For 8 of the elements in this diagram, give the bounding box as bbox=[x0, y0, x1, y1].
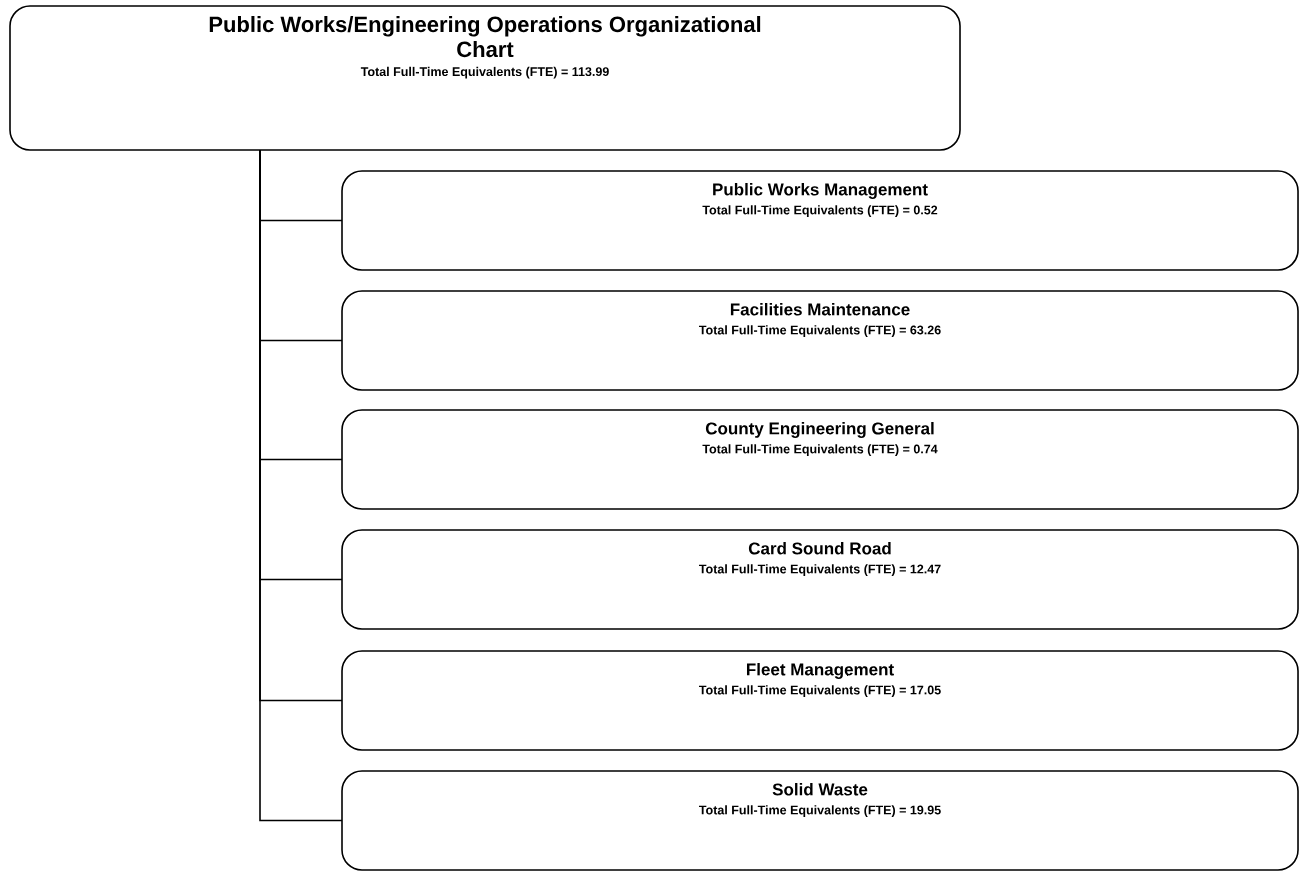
unit-box: Public Works Management Total Full-Time Equivalents (FTE) = 0.52 bbox=[341, 170, 1299, 271]
unit-box: County Engineering General Total Full-Time Equivalents (FTE) = 0.74 bbox=[341, 409, 1299, 510]
unit-box: Solid Waste Total Full-Time Equivalents (FTE) = 19.95 bbox=[341, 770, 1299, 871]
connector-line bbox=[259, 149, 343, 822]
unit-box: Public Works/Engineering Operations Organizational Chart Total Full-Time Equivalents (FTE) = 113.99 bbox=[9, 5, 961, 151]
unit-box: Fleet Management Total Full-Time Equivalents (FTE) = 17.05 bbox=[341, 650, 1299, 751]
unit-box: Card Sound Road Total Full-Time Equivalents (FTE) = 12.47 bbox=[341, 529, 1299, 630]
unit-box: Facilities Maintenance Total Full-Time Equivalents (FTE) = 63.26 bbox=[341, 290, 1299, 391]
